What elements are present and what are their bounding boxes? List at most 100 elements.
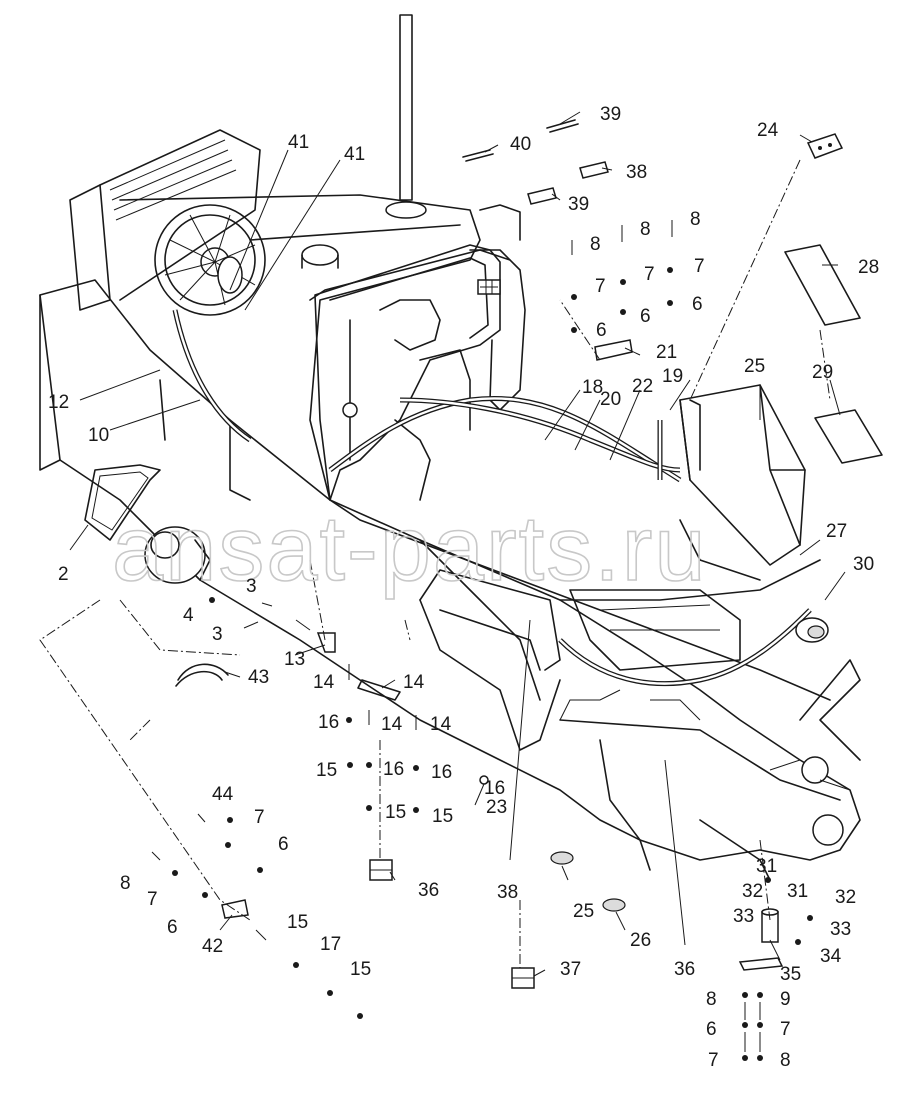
callout-39: 40: [510, 134, 531, 155]
callout-8: 9: [780, 989, 791, 1010]
watermark-text: ansat-parts.ru: [112, 498, 708, 600]
callout-7: 7: [254, 807, 265, 828]
callout-32: 33: [830, 919, 851, 940]
mount-25-b: [602, 898, 626, 912]
callout-6: 6: [596, 320, 607, 341]
callout-8: 8: [640, 219, 651, 240]
callout-31: 32: [835, 887, 856, 908]
hydraulic-hoses: [172, 309, 812, 687]
pad-28: [814, 409, 883, 464]
callout-7: 7: [708, 1050, 719, 1071]
callout-6: 6: [278, 834, 289, 855]
pin-38-a: [579, 161, 609, 179]
fastener-dots: [151, 220, 813, 1061]
callout-35: 36: [674, 959, 695, 980]
callout-33: 33: [733, 906, 754, 927]
callout-7: 7: [147, 889, 158, 910]
callout-8: 8: [590, 234, 601, 255]
callout-14: 14: [430, 714, 452, 735]
terminal-23: [806, 133, 844, 159]
callout-28: 29: [812, 362, 833, 383]
callout-15: 16: [484, 778, 505, 799]
mount-25-a: [550, 851, 574, 865]
callout-7: 8: [780, 1050, 791, 1071]
clip-39-a: [546, 119, 579, 133]
callout-39: 39: [600, 104, 621, 125]
callout-25: 26: [630, 930, 651, 951]
callout-12: 13: [284, 649, 305, 670]
callout-6: 7: [780, 1019, 791, 1040]
drive-belt: [84, 464, 161, 541]
callout-33: 34: [820, 946, 842, 967]
callout-6: 6: [640, 306, 651, 327]
callout-14: 14: [381, 714, 403, 735]
callout-14: 14: [313, 672, 335, 693]
switch-30: [738, 908, 784, 971]
plate-13: [357, 679, 401, 701]
cab-tower: [314, 244, 526, 501]
radiator-fan-assembly: [69, 129, 266, 316]
callout-38: 39: [568, 194, 589, 215]
callout-30: 31: [787, 881, 808, 902]
callout-18: 19: [662, 366, 683, 387]
callout-26: 27: [826, 521, 847, 542]
bracket-12: [316, 632, 336, 653]
callout-10: 12: [48, 392, 69, 413]
callout-41: 42: [202, 936, 223, 957]
bracket-42: [177, 663, 229, 681]
callout-25: 25: [573, 901, 594, 922]
callout-15: 15: [432, 806, 453, 827]
callout-16: 17: [320, 934, 341, 955]
callout-22: 23: [486, 797, 507, 818]
callout-2: 2: [58, 564, 69, 585]
callout-8: 8: [120, 873, 131, 894]
callout-43: 44: [212, 784, 234, 805]
callout-16: 16: [318, 712, 339, 733]
callout-27: 28: [858, 257, 879, 278]
compressor: [144, 526, 211, 584]
callout-17: 18: [582, 377, 603, 398]
mount-29: [795, 617, 829, 643]
side-tank: [419, 569, 741, 751]
callout-7: 7: [644, 264, 655, 285]
callout-31: 31: [756, 856, 777, 877]
bracket-41: [221, 899, 249, 919]
pin-38-b: [527, 187, 557, 205]
callout-20: 21: [656, 342, 677, 363]
callout-29: 30: [853, 554, 874, 575]
callout-15: 15: [316, 760, 337, 781]
assembly-lines: [39, 159, 831, 968]
callout-15: 15: [350, 959, 371, 980]
callout-24: 25: [744, 356, 765, 377]
exhaust-pipe: [385, 14, 427, 219]
callout-19: 20: [600, 389, 621, 410]
engine-body: [119, 194, 521, 501]
callout-13: 14: [403, 672, 425, 693]
callout-14: 15: [287, 912, 308, 933]
callout-34: 35: [780, 964, 801, 985]
callout-8: 8: [690, 209, 701, 230]
callout-6: 6: [167, 917, 178, 938]
callout-3: 3: [212, 624, 223, 645]
callout-41-top: 41: [288, 132, 309, 153]
callout-21: 22: [632, 376, 653, 397]
callout-7: 7: [595, 276, 606, 297]
callout-32: 32: [742, 881, 763, 902]
callout-6: 6: [706, 1019, 717, 1040]
leader-lines: [69, 111, 846, 977]
callout-7: 7: [694, 256, 705, 277]
callout-16: 16: [431, 762, 452, 783]
callout-3: 3: [246, 576, 257, 597]
strap-27: [784, 244, 861, 326]
callout-16: 16: [383, 759, 404, 780]
callout-numbers: 2 3 3 4 6 6 6 6 6 6 7 7 7 7 7 7 7 8 8 8 …: [48, 104, 879, 1071]
callout-42: 43: [248, 667, 269, 688]
callout-15: 15: [385, 802, 406, 823]
callout-23: 24: [757, 120, 779, 141]
callout-36: 36: [418, 880, 439, 901]
callout-40: 41: [344, 144, 365, 165]
callout-6: 6: [692, 294, 703, 315]
callout-9: 10: [88, 425, 109, 446]
callout-37: 38: [497, 882, 518, 903]
